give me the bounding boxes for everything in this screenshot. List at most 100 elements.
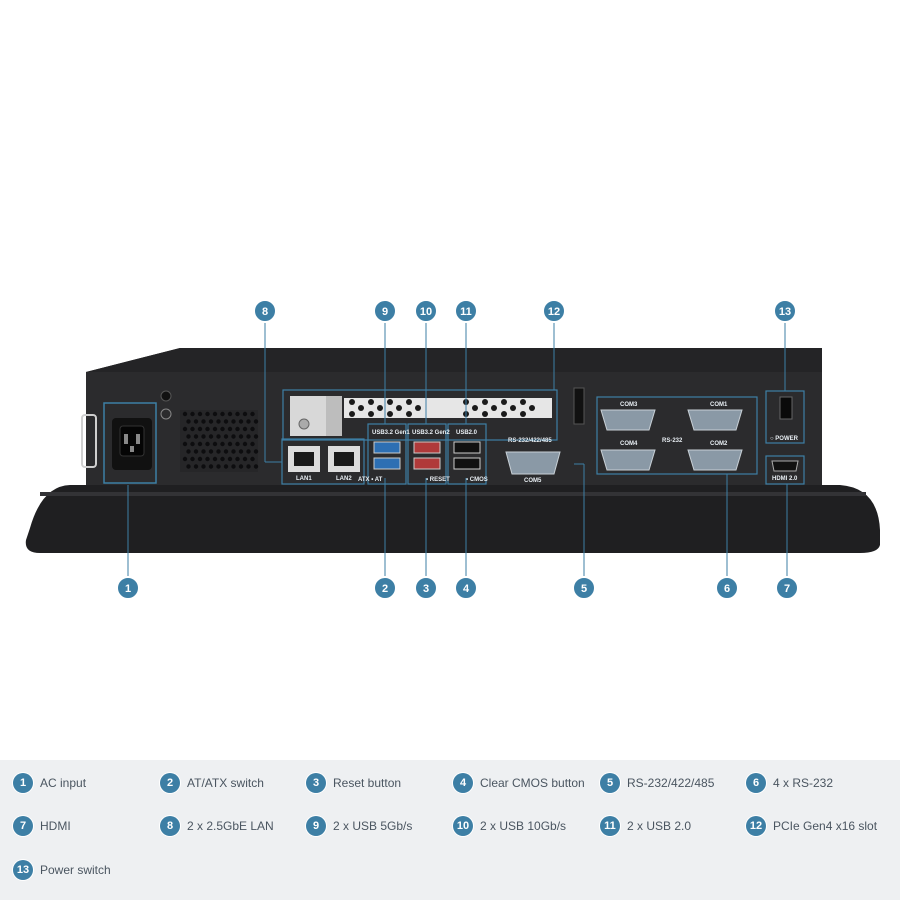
hdmi-label: HDMI 2.0 <box>772 476 798 482</box>
vent-grille <box>180 410 258 472</box>
panel-edge-highlight <box>40 492 866 496</box>
legend-number-badge: 12 <box>746 816 766 836</box>
callout-badge-4: 4 <box>454 576 478 600</box>
svg-text:13: 13 <box>779 306 791 318</box>
leader-lines <box>127 322 788 576</box>
svg-text:8: 8 <box>262 306 268 318</box>
usb20-label: USB2.0 <box>456 430 478 436</box>
rs232-ports: COM3 COM1 COM4 COM2 RS-232 <box>596 396 758 475</box>
com2-label: COM2 <box>710 441 728 447</box>
legend-label: 2 x 2.5GbE LAN <box>187 819 274 833</box>
svg-text:12: 12 <box>548 306 560 318</box>
usb32-gen1-label: USB3.2 Gen1 <box>372 430 410 436</box>
callout-badge-9: 9 <box>373 299 397 323</box>
legend-item-usb-10gbs: 10 2 x USB 10Gb/s <box>453 814 566 838</box>
legend-label: HDMI <box>40 819 71 833</box>
panel-pc-rear-view: LAN1 LAN2 USB3.2 Gen1 USB3.2 Gen2 USB2.0… <box>25 299 881 600</box>
legend-item-hdmi: 7 HDMI <box>13 814 71 838</box>
legend-item-power-switch: 13 Power switch <box>13 858 111 882</box>
svg-text:6: 6 <box>724 583 730 595</box>
ac-input-port <box>81 402 157 484</box>
cmos-label: • CMOS <box>466 477 488 483</box>
com3-label: COM3 <box>620 402 638 408</box>
legend-item-lan: 8 2 x 2.5GbE LAN <box>160 814 274 838</box>
legend-number-badge: 10 <box>453 816 473 836</box>
product-illustration: LAN1 LAN2 USB3.2 Gen1 USB3.2 Gen2 USB2.0… <box>25 299 881 600</box>
legend-number-badge: 7 <box>13 816 33 836</box>
legend-item-usb-5gbs: 9 2 x USB 5Gb/s <box>306 814 412 838</box>
usb32-gen2-label: USB3.2 Gen2 <box>412 430 450 436</box>
svg-text:7: 7 <box>784 583 790 595</box>
legend-label: Clear CMOS button <box>480 776 585 790</box>
atx-at-label: ATX • AT <box>358 477 383 483</box>
hdmi-port: HDMI 2.0 <box>765 455 805 485</box>
legend-label: PCIe Gen4 x16 slot <box>773 819 878 833</box>
reset-label: • RESET <box>426 477 450 483</box>
com4-label: COM4 <box>620 441 638 447</box>
legend-label: 2 x USB 5Gb/s <box>333 819 413 833</box>
legend-label: RS-232/422/485 <box>627 776 715 790</box>
callout-badge-13: 13 <box>773 299 797 323</box>
callout-badge-5: 5 <box>572 576 596 600</box>
legend-label: AC input <box>40 776 87 790</box>
callout-badge-10: 10 <box>414 299 438 323</box>
legend-number-badge: 9 <box>306 816 326 836</box>
svg-text:9: 9 <box>382 306 388 318</box>
rs232-label: RS-232 <box>662 438 683 444</box>
callout-badge-3: 3 <box>414 576 438 600</box>
legend-item-usb-20: 11 2 x USB 2.0 <box>600 814 691 838</box>
com5-port: RS-232/422/485 COM5 <box>505 438 561 484</box>
legend-item-pcie-slot: 12 PCIe Gen4 x16 slot <box>746 814 877 838</box>
legend-label: Reset button <box>333 776 402 790</box>
callout-badge-7: 7 <box>775 576 799 600</box>
rs232-422-485-label: RS-232/422/485 <box>508 438 552 444</box>
com5-label: COM5 <box>524 478 542 484</box>
legend-item-clear-cmos: 4 Clear CMOS button <box>453 771 585 795</box>
legend-number-badge: 3 <box>306 773 326 793</box>
svg-text:11: 11 <box>460 306 472 318</box>
legend-number-badge: 6 <box>746 773 766 793</box>
callout-badge-11: 11 <box>454 299 478 323</box>
vent-holes <box>182 411 259 469</box>
callout-badge-1: 1 <box>116 576 140 600</box>
lan2-label: LAN2 <box>336 476 352 482</box>
svg-text:1: 1 <box>125 583 131 595</box>
legend-item-at-atx-switch: 2 AT/ATX switch <box>160 771 264 795</box>
legend-label: Power switch <box>40 863 111 877</box>
callout-badge-8: 8 <box>253 299 277 323</box>
legend-item-reset-button: 3 Reset button <box>306 771 401 795</box>
callout-badge-2: 2 <box>373 576 397 600</box>
chassis-top <box>86 348 822 372</box>
power-label: ○ POWER <box>770 436 799 442</box>
svg-text:10: 10 <box>420 306 432 318</box>
legend-number-badge: 4 <box>453 773 473 793</box>
legend-number-badge: 13 <box>13 860 33 880</box>
legend-label: AT/ATX switch <box>187 776 264 790</box>
callout-badge-12: 12 <box>542 299 566 323</box>
legend-item-4x-rs232: 6 4 x RS-232 <box>746 771 833 795</box>
lan1-label: LAN1 <box>296 476 312 482</box>
legend-number-badge: 11 <box>600 816 620 836</box>
legend-item-ac-input: 1 AC input <box>13 771 86 795</box>
legend-label: 2 x USB 10Gb/s <box>480 819 567 833</box>
slot-latch <box>573 387 585 425</box>
legend-number-badge: 1 <box>13 773 33 793</box>
svg-text:5: 5 <box>581 583 587 595</box>
legend-label: 4 x RS-232 <box>773 776 834 790</box>
lan-ports: LAN1 LAN2 <box>281 438 365 485</box>
usb-ports: USB3.2 Gen1 USB3.2 Gen2 USB2.0 ATX • AT … <box>358 423 488 485</box>
ground-screw <box>160 390 172 402</box>
port-legend: 1 AC input 2 AT/ATX switch 3 Reset button 4… <box>0 760 900 900</box>
legend-number-badge: 8 <box>160 816 180 836</box>
callout-badge-6: 6 <box>715 576 739 600</box>
display-panel-base <box>25 485 881 553</box>
legend-number-badge: 5 <box>600 773 620 793</box>
legend-item-rs232-422-485: 5 RS-232/422/485 <box>600 771 714 795</box>
svg-text:3: 3 <box>423 583 429 595</box>
legend-label: 2 x USB 2.0 <box>627 819 692 833</box>
ground-symbol <box>160 408 172 420</box>
svg-text:4: 4 <box>463 583 470 595</box>
legend-number-badge: 2 <box>160 773 180 793</box>
svg-text:2: 2 <box>382 583 388 595</box>
pcie-slot <box>282 389 558 441</box>
